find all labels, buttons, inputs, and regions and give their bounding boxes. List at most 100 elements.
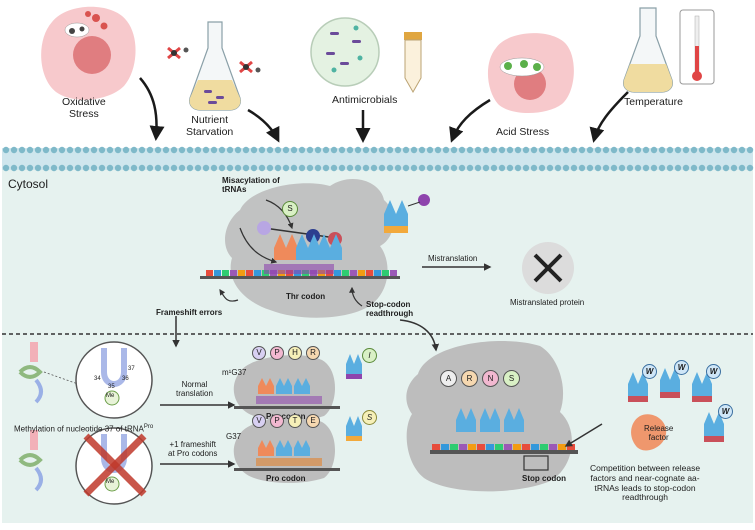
flask-icon <box>189 21 241 111</box>
membrane-head <box>2 164 10 172</box>
aa-badge-top: S <box>282 201 298 217</box>
amino-acid-badge: P <box>270 346 284 360</box>
label-mistranslation: Mistranslation <box>428 254 478 263</box>
membrane-head <box>354 164 362 172</box>
membrane-head <box>434 146 442 154</box>
membrane-head <box>426 164 434 172</box>
membrane-head <box>170 164 178 172</box>
membrane-head <box>394 164 402 172</box>
membrane-head <box>266 146 274 154</box>
membrane-head <box>706 146 714 154</box>
mrna-readthrough <box>430 444 578 471</box>
membrane-head <box>602 164 610 172</box>
amino-acid-badge: V <box>252 414 266 428</box>
membrane-head <box>410 146 418 154</box>
membrane-head <box>626 146 634 154</box>
temperature-arrow <box>589 91 629 143</box>
acid-arrow <box>449 98 491 143</box>
methylation-sup: Pro <box>143 424 154 430</box>
incoming-aa-frameshift: S <box>362 410 377 425</box>
membrane-head <box>154 164 162 172</box>
membrane-head <box>210 146 218 154</box>
membrane-head <box>418 164 426 172</box>
membrane-head <box>578 146 586 154</box>
membrane-head <box>114 164 122 172</box>
membrane-head <box>546 146 554 154</box>
codon-block <box>334 270 341 276</box>
membrane-head <box>146 164 154 172</box>
membrane-head <box>98 146 106 154</box>
label-oxidative-stress: Oxidative Stress <box>62 96 106 121</box>
membrane-head <box>258 164 266 172</box>
membrane-head <box>66 164 74 172</box>
membrane-head <box>514 146 522 154</box>
membrane-head <box>98 164 106 172</box>
anticodon-zoom-normal <box>75 341 153 419</box>
membrane-head <box>506 146 514 154</box>
membrane-head <box>738 164 746 172</box>
codon-block <box>540 444 548 450</box>
membrane-head <box>682 164 690 172</box>
membrane-head <box>378 146 386 154</box>
membrane-head <box>730 146 738 154</box>
codon-block <box>246 270 253 276</box>
membrane-head <box>18 164 26 172</box>
membrane-head <box>370 146 378 154</box>
membrane-head <box>450 146 458 154</box>
mistranslated-protein-icon <box>522 242 574 294</box>
membrane-head <box>402 164 410 172</box>
membrane-head <box>418 146 426 154</box>
membrane-head <box>178 164 186 172</box>
membrane-head <box>594 146 602 154</box>
codon-block <box>342 270 349 276</box>
membrane-head <box>298 164 306 172</box>
tryptophan-badge: W <box>718 404 733 419</box>
codon-block <box>366 270 373 276</box>
membrane-head <box>242 164 250 172</box>
codon-block <box>441 444 449 450</box>
membrane-head <box>90 164 98 172</box>
oxidative-stress-cell-icon <box>41 6 136 100</box>
membrane-head <box>370 164 378 172</box>
trnas-frameshift <box>258 440 310 456</box>
label-n37: 37 <box>128 366 135 372</box>
membrane-head <box>458 146 466 154</box>
label-pro-codon-1: Pro codon <box>266 412 306 421</box>
label-normal-translation: Normal translation <box>176 380 213 399</box>
membrane-head <box>34 146 42 154</box>
membrane-head <box>82 146 90 154</box>
membrane-head <box>274 164 282 172</box>
membrane-head <box>362 164 370 172</box>
membrane-head <box>522 164 530 172</box>
label-frameshift-errors: Frameshift errors <box>156 308 223 317</box>
membrane-head <box>562 146 570 154</box>
amino-acid-badge: E <box>306 414 320 428</box>
mrna-normal <box>234 396 340 409</box>
membrane-head <box>498 146 506 154</box>
amino-acid-badge: R <box>461 370 478 387</box>
codon-block <box>374 270 381 276</box>
membrane-head <box>698 164 706 172</box>
membrane-head <box>538 164 546 172</box>
label-acid-stress: Acid Stress <box>496 126 550 138</box>
amino-acid-badge: V <box>252 346 266 360</box>
membrane-head <box>658 164 666 172</box>
ribosome-readthrough <box>406 341 572 492</box>
membrane-head <box>250 146 258 154</box>
membrane-head <box>650 164 658 172</box>
membrane-head <box>170 146 178 154</box>
codon-block <box>558 444 566 450</box>
membrane-head <box>586 164 594 172</box>
amino-acid-badge: S <box>503 370 520 387</box>
petri-dish-icon <box>310 17 380 87</box>
membrane-head <box>50 164 58 172</box>
membrane-head <box>322 164 330 172</box>
nutrient-arrow <box>247 108 280 143</box>
membrane-head <box>58 164 66 172</box>
membrane-head <box>306 146 314 154</box>
misacylation-arrow-2 <box>239 227 278 264</box>
membrane-head <box>274 146 282 154</box>
codon-block <box>495 444 503 450</box>
label-stop-readthrough: Stop-codon readthrough <box>366 300 414 319</box>
membrane-head <box>410 164 418 172</box>
